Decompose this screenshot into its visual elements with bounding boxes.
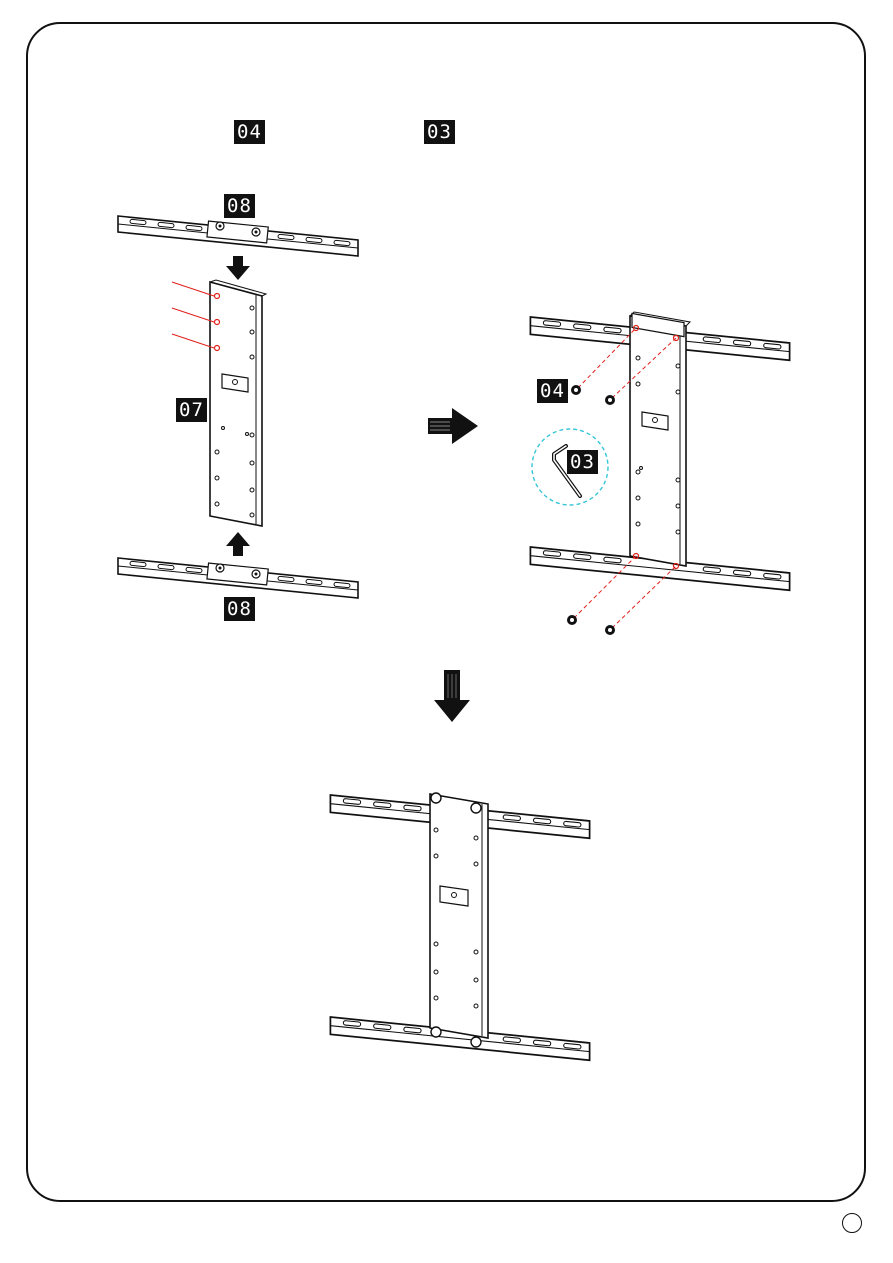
arrow-up-icon [226,532,250,556]
part-tag-07: 07 [176,398,207,422]
page-number-circle [842,1213,862,1233]
rail-bottom-step1 [118,558,358,598]
part-tag-08-bottom: 08 [224,597,255,621]
arrow-right-icon [428,408,478,444]
screw-icon [567,385,615,635]
step1-group [118,216,358,598]
part-tag-04-screw: 04 [537,379,568,403]
rail-top-step1 [118,216,358,256]
arrow-down-icon [226,256,250,280]
part-tag-08-top: 08 [224,194,255,218]
arrow-down-large-icon [434,670,470,722]
plate-step2 [630,312,690,569]
part-tag-03-key: 03 [567,450,598,474]
assembled-view [330,793,589,1060]
